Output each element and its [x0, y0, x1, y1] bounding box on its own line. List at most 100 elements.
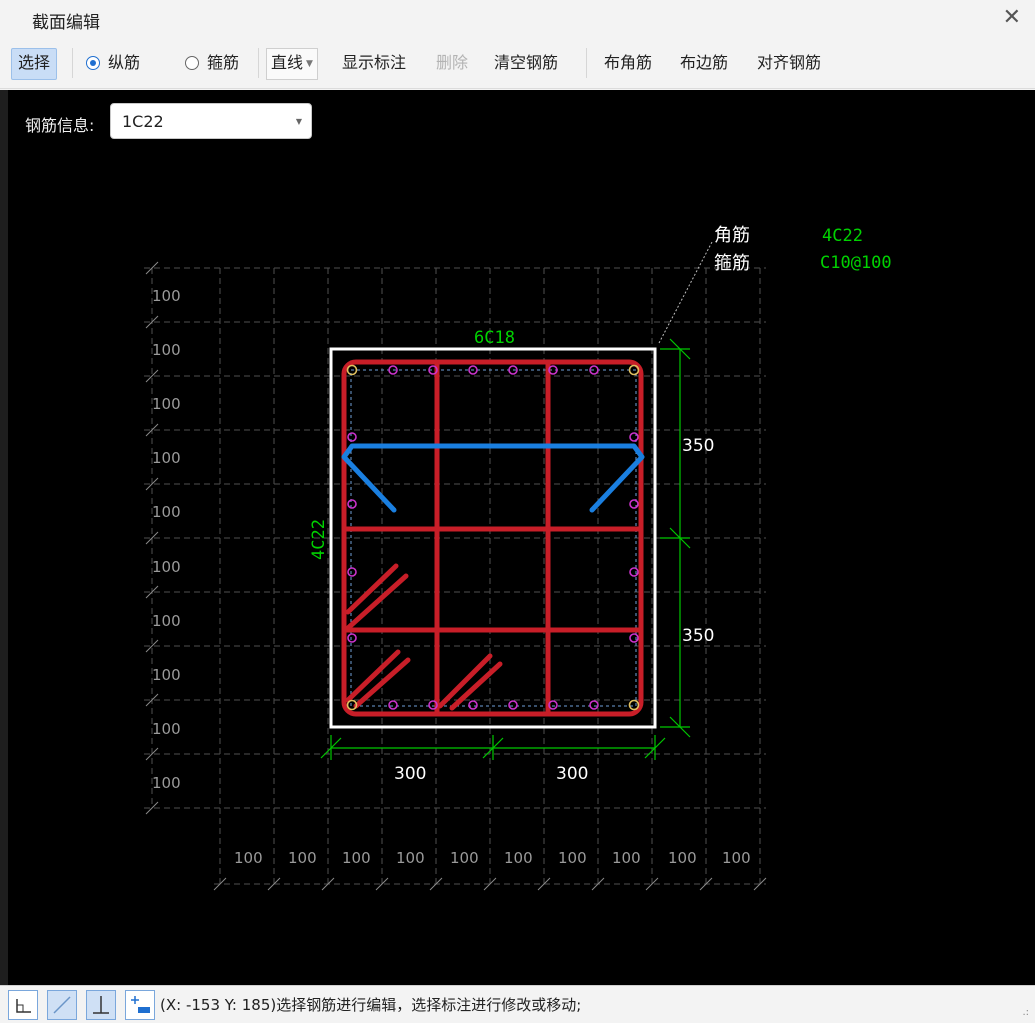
chevron-down-icon: ▼	[295, 117, 302, 126]
grid-label: 100	[152, 503, 181, 521]
grid-label: 100	[450, 849, 479, 867]
edge-rebar-dot	[347, 633, 357, 643]
perpendicular-snap-button[interactable]	[86, 990, 116, 1020]
line-mode-dropdown[interactable]: 直线▼	[266, 48, 318, 80]
dimension-labels[interactable]: 350 350 300 300	[394, 436, 714, 784]
grid-ticks	[145, 261, 767, 891]
corner-rebar-dot	[628, 364, 640, 376]
grid-label: 100	[152, 612, 181, 630]
grid-label: 100	[152, 341, 181, 359]
stirrups[interactable]	[341, 359, 644, 717]
side-rebar-annotation[interactable]: 4C22	[309, 519, 329, 560]
radio-unchecked-icon	[185, 56, 199, 70]
grid-label: 100	[152, 774, 181, 792]
edge-rebar-dot	[629, 633, 639, 643]
grid-label: 100	[152, 666, 181, 684]
stirrup-hook	[345, 649, 401, 703]
close-icon[interactable]: ✕	[1002, 5, 1021, 30]
delete-button[interactable]: 删除	[436, 53, 469, 72]
edge-rebar-dot	[347, 432, 357, 442]
legend-corner-value[interactable]: 4C22	[822, 226, 863, 246]
grid-label: 100	[342, 849, 371, 867]
status-hint: 选择钢筋进行编辑，选择标注进行修改或移动;	[276, 996, 582, 1014]
angle-icon	[53, 996, 71, 1014]
edge-rebar-dot	[589, 700, 599, 710]
dimension-lines[interactable]	[320, 338, 691, 760]
stirrup-label: 箍筋	[207, 53, 240, 72]
grid-label: 100	[558, 849, 587, 867]
grid-label: 100	[234, 849, 263, 867]
resize-grip-icon[interactable]: .:	[1022, 1007, 1029, 1018]
stirrup-hook	[449, 661, 503, 711]
section-outline[interactable]	[329, 347, 657, 729]
toolbar-separator	[258, 48, 259, 78]
legend-corner-label: 角筋	[714, 225, 750, 246]
status-coords: (X: -153 Y: 185)	[160, 996, 277, 1014]
grid-label: 100	[152, 287, 181, 305]
longitudinal-radio[interactable]: 纵筋	[86, 48, 140, 78]
edge-rebar-dot	[589, 365, 599, 375]
grid-label: 100	[396, 849, 425, 867]
show-annotation-button[interactable]: 显示标注	[342, 53, 407, 72]
select-button[interactable]: 选择	[11, 48, 58, 80]
ortho-icon	[16, 999, 31, 1013]
stirrup-hook	[437, 653, 493, 709]
clear-rebar-button[interactable]: 清空钢筋	[494, 53, 559, 72]
coordinate-input-button[interactable]	[125, 990, 155, 1020]
rebar-info-value: 1C22	[122, 112, 164, 131]
edge-rebar-dot	[548, 700, 558, 710]
line-mode-value: 直线	[271, 53, 304, 72]
dim-right-upper[interactable]: 350	[682, 436, 714, 456]
stirrup-hook	[353, 657, 411, 709]
chevron-down-icon: ▼	[306, 59, 313, 69]
ortho-snap-button[interactable]	[8, 990, 38, 1020]
grid-bottom-labels: 100 100 100 100 100 100 100 100 100 100	[234, 849, 751, 867]
dim-bottom-left[interactable]: 300	[394, 764, 426, 784]
leader-line	[658, 241, 713, 344]
grid-label: 100	[152, 720, 181, 738]
status-message: (X: -153 Y: 185)选择钢筋进行编辑，选择标注进行修改或移动;	[160, 994, 581, 1015]
rebar-info-label: 钢筋信息:	[25, 116, 95, 135]
rebar-info-combobox[interactable]: 1C22 ▼	[110, 103, 312, 139]
edge-rebar-dot	[468, 365, 478, 375]
window-title: 截面编辑	[32, 13, 100, 33]
toolbar: 选择 纵筋 箍筋 直线▼ 显示标注 删除 清空钢筋 布角筋 布边筋 对齐钢筋	[0, 38, 1035, 89]
grid-label: 100	[612, 849, 641, 867]
legend-stirrup-label: 箍筋	[714, 253, 750, 274]
toolbar-separator	[586, 48, 587, 78]
stirrup-radio[interactable]: 箍筋	[185, 48, 239, 78]
edge-rebar-dot	[508, 365, 518, 375]
edge-rebar-dot	[428, 700, 438, 710]
grid-label: 100	[152, 449, 181, 467]
edge-rebar-dot	[347, 499, 357, 509]
edge-rebar-dot	[629, 567, 639, 577]
dim-bottom-right[interactable]: 300	[556, 764, 588, 784]
corner-rebar-button[interactable]: 布角筋	[604, 53, 653, 72]
angle-snap-button[interactable]	[47, 990, 77, 1020]
rebar-points[interactable]	[346, 364, 640, 711]
grid-label: 100	[152, 558, 181, 576]
legend-stirrup-value[interactable]: C10@100	[820, 253, 892, 273]
corner-rebar-dot	[346, 699, 358, 711]
top-rebar-annotation[interactable]: 6C18	[474, 328, 515, 348]
edge-rebar-dot	[388, 365, 398, 375]
outer-stirrup	[341, 359, 644, 717]
edge-rebar-button[interactable]: 布边筋	[680, 53, 729, 72]
grid-left-labels: 100 100 100 100 100 100 100 100 100 100	[152, 287, 181, 792]
edge-rebar-dot	[629, 499, 639, 509]
corner-rebar-dot	[628, 699, 640, 711]
corner-rebar-dot	[346, 364, 358, 376]
toolbar-separator	[72, 48, 73, 78]
grid-label: 100	[152, 395, 181, 413]
align-rebar-button[interactable]: 对齐钢筋	[757, 53, 822, 72]
stirrup-hook	[345, 563, 399, 615]
dim-right-lower[interactable]: 350	[682, 626, 714, 646]
cover-line	[350, 369, 637, 707]
perpendicular-icon	[93, 996, 109, 1014]
edge-rebar-dot	[468, 700, 478, 710]
edge-rebar-dot	[388, 700, 398, 710]
tie-bar[interactable]	[341, 443, 645, 513]
grid-label: 100	[668, 849, 697, 867]
grid-label: 100	[722, 849, 751, 867]
